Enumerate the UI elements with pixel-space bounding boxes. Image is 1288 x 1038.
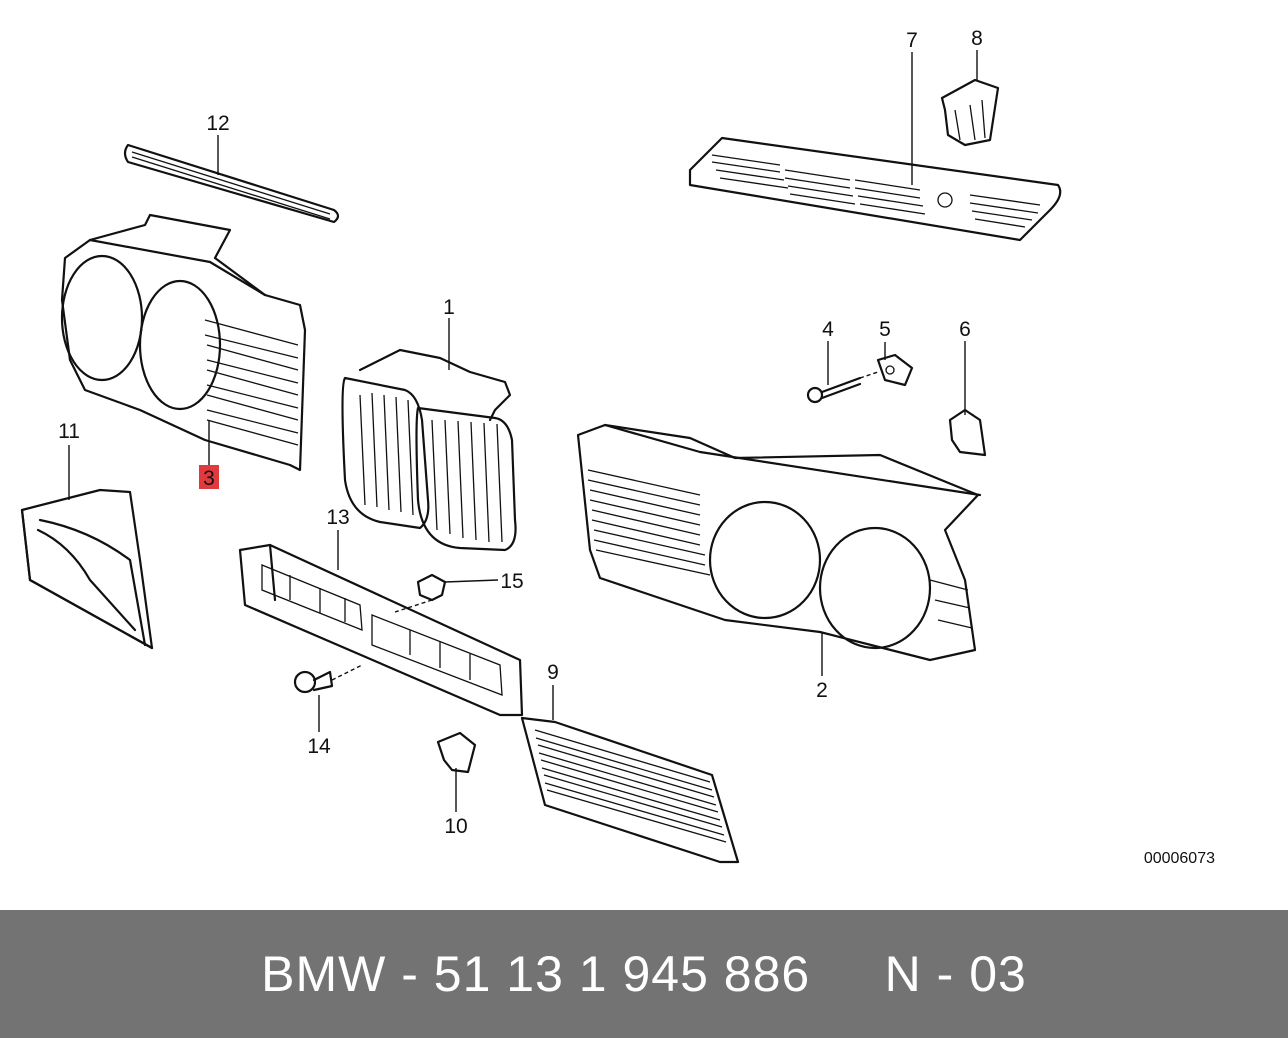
callout-1: 1 xyxy=(443,296,455,319)
callout-15: 15 xyxy=(500,570,523,593)
part-7-upper-grille-panel[interactable] xyxy=(688,136,1062,242)
callout-12: 12 xyxy=(206,112,229,135)
part-10-bracket-clip[interactable] xyxy=(436,731,477,774)
callout-14: 14 xyxy=(307,735,331,758)
callout-6: 6 xyxy=(959,318,971,341)
callout-3: 3 xyxy=(203,467,215,490)
part-6-spring-clip[interactable] xyxy=(948,408,987,457)
part-number-label: BMW - 51 13 1 945 886 N - 03 xyxy=(261,946,1027,1002)
callout-8: 8 xyxy=(971,27,983,50)
callout-2: 2 xyxy=(816,679,828,702)
part-15-push-clip[interactable] xyxy=(416,573,447,602)
callout-11: 11 xyxy=(58,420,80,443)
part-2-right-headlight-grille[interactable] xyxy=(576,423,982,662)
part-11-air-duct[interactable] xyxy=(20,488,154,650)
callout-9: 9 xyxy=(547,661,559,684)
part-14-rivet[interactable] xyxy=(293,670,334,694)
part-13-lower-intake-grille[interactable] xyxy=(238,543,524,717)
exploded-parts-diagram: 7 8 12 1 4 5 6 11 3 13 15 9 2 14 10 0000… xyxy=(20,27,1215,867)
callout-5: 5 xyxy=(879,318,891,341)
callout-4: 4 xyxy=(822,318,834,341)
callout-10: 10 xyxy=(444,815,467,838)
part-4-screw[interactable] xyxy=(806,376,862,404)
part-9-lower-side-grille[interactable] xyxy=(520,716,740,864)
drawing-number: 00006073 xyxy=(1144,850,1215,867)
callout-labels: 7 8 12 1 4 5 6 11 3 13 15 9 2 14 10 0000… xyxy=(58,27,1215,867)
part-5-grommet[interactable] xyxy=(876,353,914,387)
part-1-kidney-grille[interactable] xyxy=(341,348,517,552)
callout-13: 13 xyxy=(326,506,349,529)
leader-lines xyxy=(68,50,978,812)
part-8-clip[interactable] xyxy=(940,78,1000,147)
part-3-left-headlight-grille[interactable] xyxy=(60,213,307,472)
callout-7: 7 xyxy=(906,29,918,52)
part-number-banner: BMW - 51 13 1 945 886 N - 03 xyxy=(0,910,1288,1038)
callout-3-highlight xyxy=(199,465,219,489)
part-12-seal-strip[interactable] xyxy=(123,143,340,224)
